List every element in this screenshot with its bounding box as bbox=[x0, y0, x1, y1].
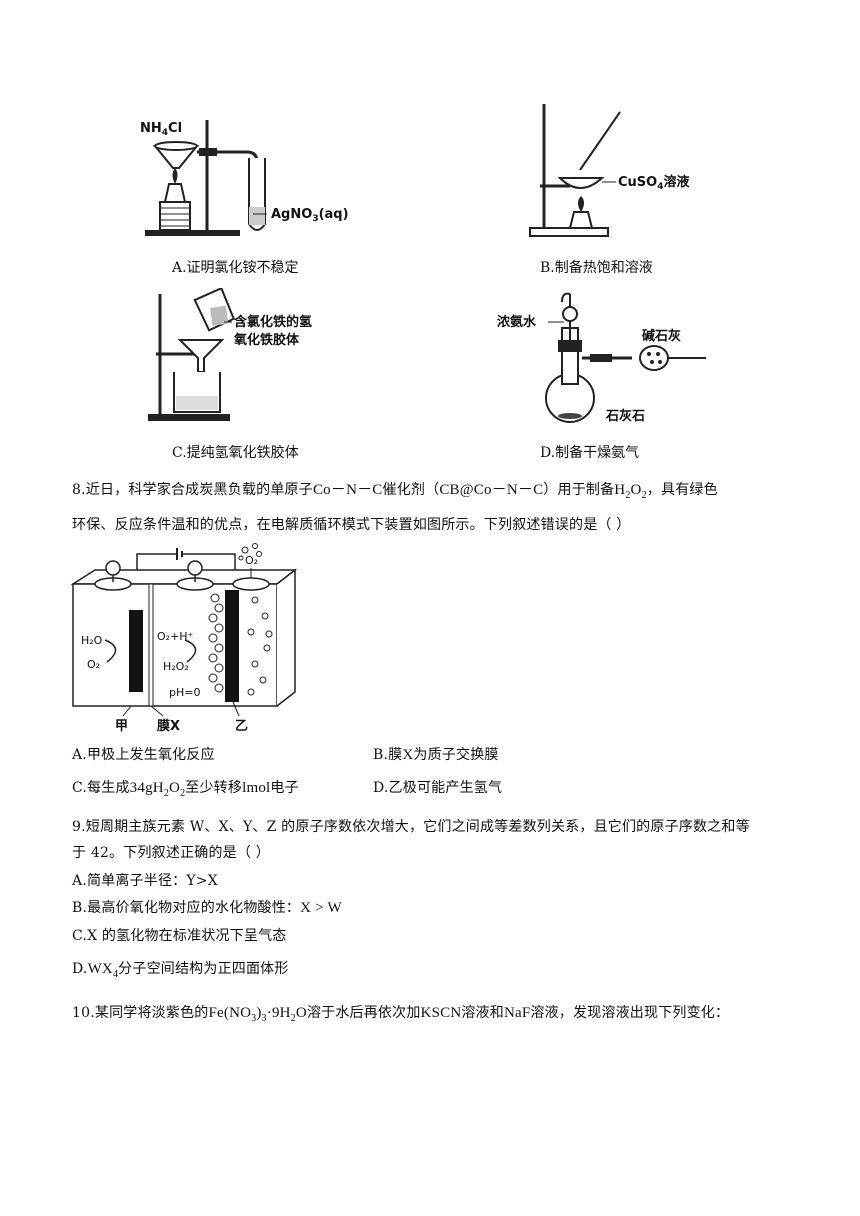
q8-option-a: A.甲极上发生氧化反应 bbox=[72, 747, 215, 763]
q8-line1: 8.近日，科学家合成炭黑负载的单原子Co－N－C催化剂（CB@Co－N－C）用于… bbox=[72, 482, 718, 501]
q8-option-d: D.乙极可能产生氢气 bbox=[373, 780, 503, 796]
q9-line1: 9.短周期主族元素 W、X、Y、Z 的原子序数依次增大，它们之间成等差数列关系，… bbox=[72, 819, 750, 835]
figure-b-caption: B.制备热饱和溶液 bbox=[540, 260, 653, 276]
figure-d-caption: D.制备干燥氨气 bbox=[540, 445, 640, 461]
figure-c-filtration: 含氯化铁的氢 氧化铁胶体 bbox=[140, 286, 370, 424]
figure-c-label-line2: 氧化铁胶体 bbox=[233, 332, 300, 348]
figure-a-ammonium-chloride-heating: NH4Cl AgNO3(aq) bbox=[135, 112, 375, 242]
q10-line1: 10.某同学将淡紫色的Fe(NO3)3·9H2O溶于水后再依次加KSCN溶液和N… bbox=[72, 1005, 730, 1024]
q9-option-c: C.X 的氢化物在标准状况下呈气态 bbox=[72, 928, 287, 944]
q8-option-b: B.膜X为质子交换膜 bbox=[373, 747, 499, 763]
figure-d-label-bottom: 石灰石 bbox=[605, 408, 645, 424]
figure-d-label-right: 碱石灰 bbox=[642, 328, 681, 344]
figure-c-caption: C.提纯氢氧化铁胶体 bbox=[172, 445, 299, 461]
figure-a-caption: A.证明氯化铵不稳定 bbox=[172, 260, 299, 276]
q9-option-d: D.WX4分子空间结构为正四面体形 bbox=[72, 961, 289, 980]
figure-d-ammonia-generation: 浓氨水 碱石灰 石灰石 bbox=[492, 288, 722, 424]
q8-label-ph: pH=0 bbox=[169, 686, 200, 699]
q8-label-mid-bottom: H₂O₂ bbox=[163, 660, 189, 673]
figure-a-label-side: AgNO3(aq) bbox=[271, 207, 349, 224]
q8-label-left-top: H₂O bbox=[81, 634, 103, 647]
figure-b-label: CuSO4溶液 bbox=[618, 174, 690, 192]
q8-label-mid-top: O₂+H⁺ bbox=[157, 630, 194, 643]
q8-electrolysis-diagram: O₂ H₂O O₂ O₂+H⁺ H₂O₂ pH=0 甲 膜X 乙 bbox=[65, 540, 315, 736]
q8-line2: 环保、反应条件温和的优点，在电解质循环模式下装置如图所示。下列叙述错误的是（ ） bbox=[72, 517, 631, 533]
q9-option-b: B.最高价氧化物对应的水化物酸性：X > W bbox=[72, 900, 342, 916]
q8-label-yi: 乙 bbox=[235, 719, 248, 734]
q8-label-left-bottom: O₂ bbox=[87, 658, 100, 671]
q8-option-c: C.每生成34gH2O2至少转移lmol电子 bbox=[72, 780, 299, 799]
q8-label-membrane: 膜X bbox=[157, 718, 180, 734]
figure-a-label-top: NH4Cl bbox=[140, 121, 182, 138]
q8-label-jia: 甲 bbox=[115, 719, 128, 734]
q9-option-a: A.简单离子半径：Y>X bbox=[72, 873, 218, 889]
q9-line2: 于 42。下列叙述正确的是（ ） bbox=[72, 845, 270, 861]
figure-b-evaporating-dish: CuSO4溶液 bbox=[520, 100, 720, 242]
q8-label-o2-top: O₂ bbox=[245, 554, 258, 567]
figure-c-label-line1: 含氯化铁的氢 bbox=[233, 314, 312, 330]
figure-d-label-left: 浓氨水 bbox=[497, 314, 537, 330]
